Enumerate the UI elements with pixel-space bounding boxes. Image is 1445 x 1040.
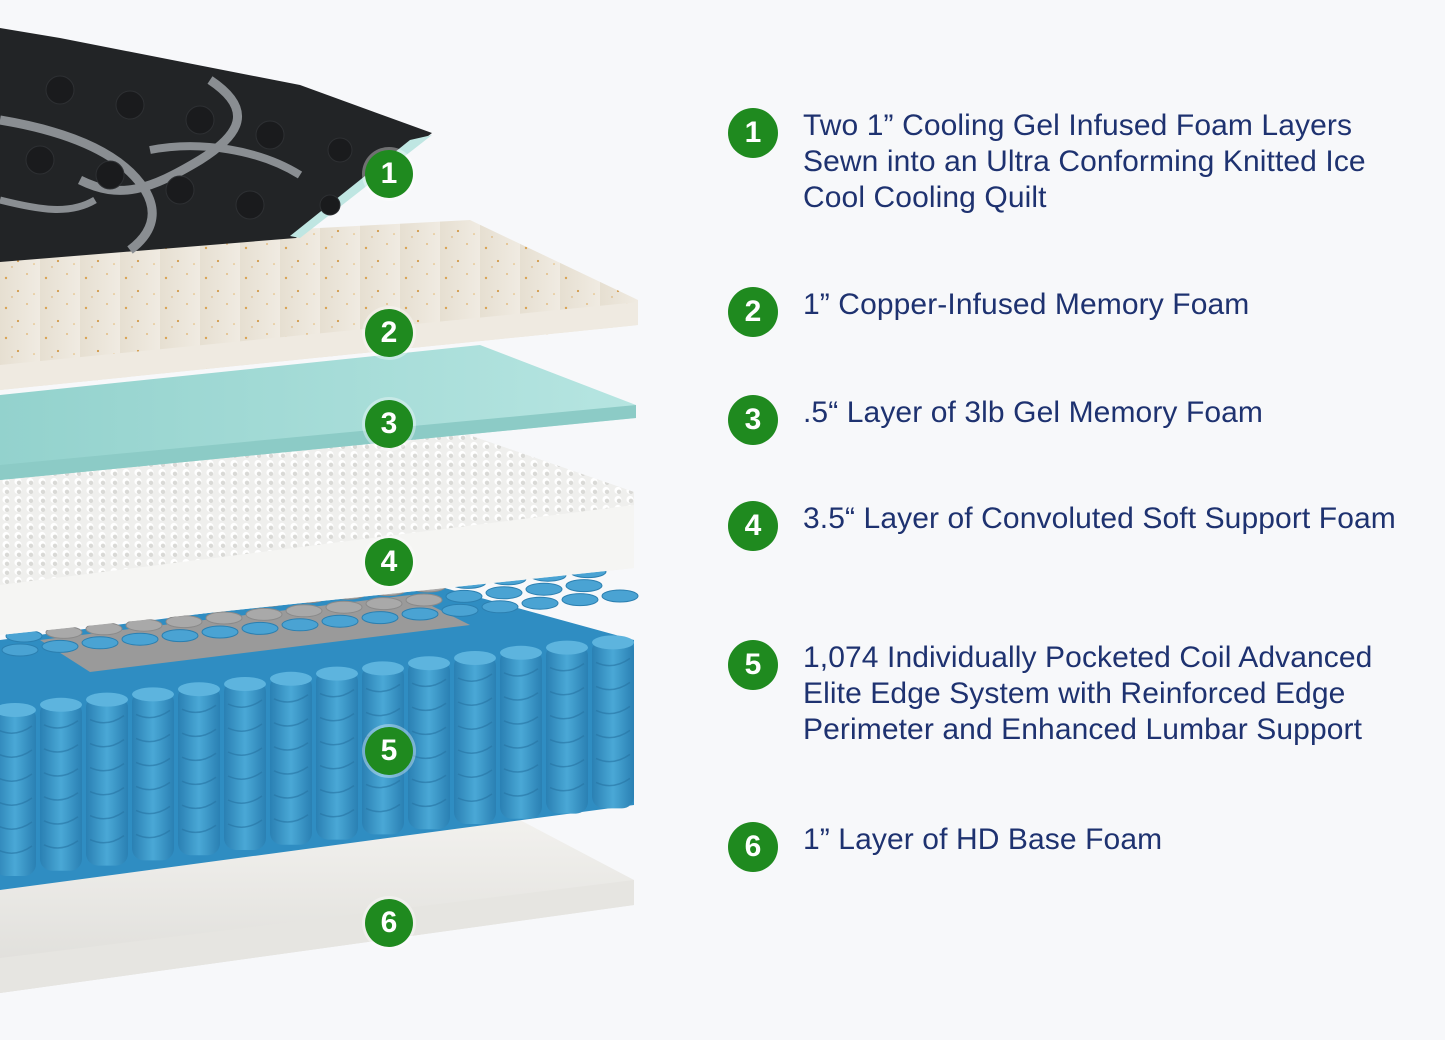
layer-4-convoluted-foam-shape: [0, 432, 634, 635]
layer-1-marker: 1: [365, 150, 413, 198]
legend-item-4: 4 3.5“ Layer of Convoluted Soft Support …: [728, 501, 1428, 551]
layer-4-marker: 4: [365, 538, 413, 586]
layer-2-marker: 2: [365, 309, 413, 357]
layer-3-marker: 3: [365, 400, 413, 448]
legend-item-3: 3 .5“ Layer of 3lb Gel Memory Foam: [728, 395, 1428, 445]
layer-3-gel-foam-shape: [0, 345, 636, 480]
legend-item-2: 2 1” Copper-Infused Memory Foam: [728, 287, 1428, 337]
legend-number-5: 5: [728, 640, 778, 690]
legend-item-1: 1 Two 1” Cooling Gel Infused Foam Layers…: [728, 108, 1428, 216]
layer-6-marker: 6: [365, 899, 413, 947]
legend-text-4: 3.5“ Layer of Convoluted Soft Support Fo…: [803, 502, 1396, 535]
layer-2-copper-foam-shape: [0, 220, 638, 390]
legend-text-1: Two 1” Cooling Gel Infused Foam Layers S…: [803, 109, 1366, 214]
legend-number-1: 1: [728, 108, 778, 158]
legend-number-4: 4: [728, 501, 778, 551]
layer-legend: 1 Two 1” Cooling Gel Infused Foam Layers…: [728, 0, 1428, 1040]
legend-text-2: 1” Copper-Infused Memory Foam: [803, 288, 1250, 321]
legend-text-5: 1,074 Individually Pocketed Coil Advance…: [803, 641, 1373, 746]
layer-1-quilt-shape: [0, 28, 432, 262]
legend-item-5: 5 1,074 Individually Pocketed Coil Advan…: [728, 640, 1428, 748]
legend-number-3: 3: [728, 395, 778, 445]
legend-text-3: .5“ Layer of 3lb Gel Memory Foam: [803, 396, 1264, 429]
legend-number-6: 6: [728, 822, 778, 872]
layer-5-marker: 5: [365, 727, 413, 775]
legend-number-2: 2: [728, 287, 778, 337]
legend-text-6: 1” Layer of HD Base Foam: [803, 823, 1163, 856]
mattress-layers-illustration: [0, 28, 639, 993]
legend-item-6: 6 1” Layer of HD Base Foam: [728, 822, 1428, 872]
